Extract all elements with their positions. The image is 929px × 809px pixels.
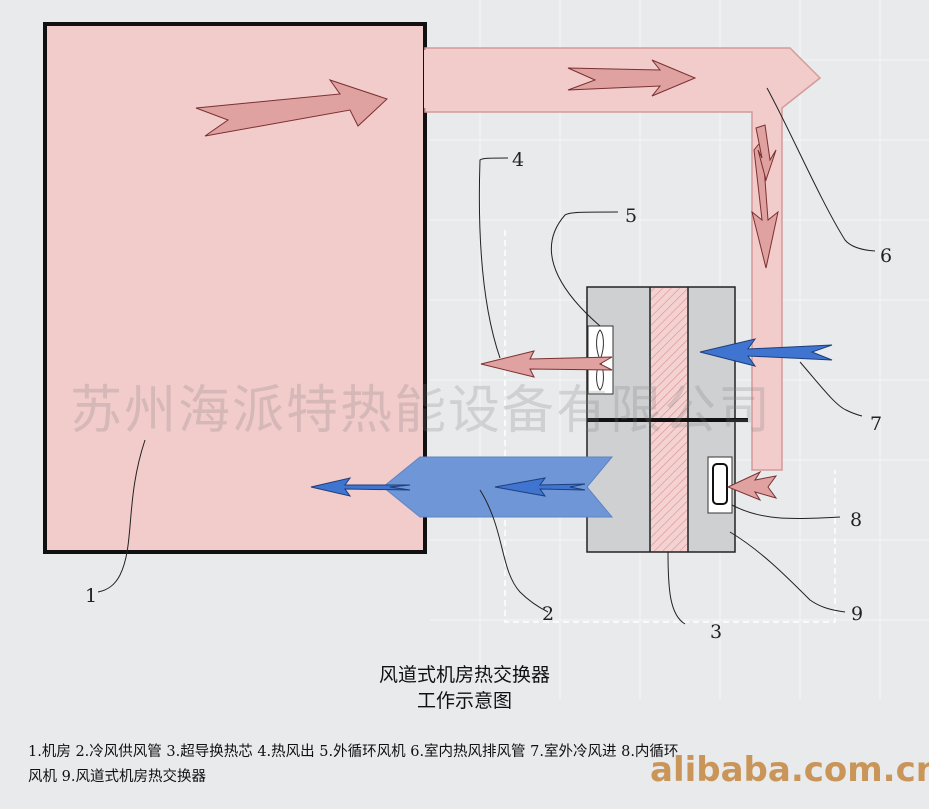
- callout-4: 4: [512, 149, 524, 171]
- callout-8: 8: [850, 509, 862, 531]
- legend-caption: 1.机房 2.冷风供风管 3.超导换热芯 4.热风出 5.外循环风机 6.室内热…: [28, 740, 908, 791]
- company-watermark: 苏州海派特热能设备有限公司: [70, 381, 773, 441]
- legend-line2: 风机 9.风道式机房热交换器: [28, 769, 206, 786]
- callout-1: 1: [85, 585, 97, 607]
- diagram-title-line1: 风道式机房热交换器: [378, 664, 550, 686]
- callout-6: 6: [880, 245, 892, 267]
- cold-arrow-icon: [310, 338, 833, 497]
- callout-9: 9: [851, 603, 863, 625]
- inner-circulation-fan: [707, 456, 733, 514]
- site-watermark: alibaba.com.cn: [650, 750, 929, 790]
- heat-arrow-icon: [195, 59, 779, 502]
- diagram-title-line2: 工作示意图: [416, 690, 512, 712]
- dashed-outline: [504, 230, 836, 623]
- callout-5: 5: [625, 205, 637, 227]
- hot-air-exhaust-duct: [424, 47, 822, 471]
- leader-lines: [97, 87, 876, 625]
- callout-3: 3: [710, 621, 722, 643]
- duct-gap: [424, 50, 428, 108]
- callout-2: 2: [542, 603, 554, 625]
- callout-7: 7: [870, 413, 882, 435]
- legend-line1: 1.机房 2.冷风供风管 3.超导换热芯 4.热风出 5.外循环风机 6.室内热…: [28, 744, 679, 760]
